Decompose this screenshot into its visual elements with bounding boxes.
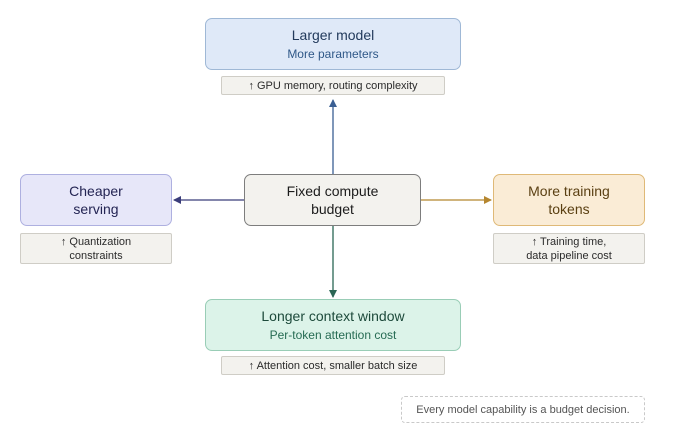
- more-training-tokens-box: More training tokens: [493, 174, 645, 226]
- more-training-tokens-note-line1: ↑ Training time,: [531, 235, 607, 248]
- larger-model-subtitle: More parameters: [287, 47, 379, 61]
- larger-model-title: Larger model: [291, 27, 375, 43]
- cheaper-serving-note: ↑ Quantization constraints: [20, 233, 172, 264]
- more-training-tokens-title-line2: tokens: [548, 201, 590, 217]
- larger-model-note: ↑ GPU memory, routing complexity: [221, 76, 445, 95]
- fixed-compute-budget-line1: Fixed compute: [286, 183, 379, 199]
- cheaper-serving-note-line2: constraints: [69, 249, 123, 262]
- cheaper-serving-title-line2: serving: [73, 201, 119, 217]
- longer-context-window-box: Longer context window Per-token attentio…: [205, 299, 461, 351]
- longer-context-window-note-text: ↑ Attention cost, smaller batch size: [248, 359, 418, 372]
- more-training-tokens-note: ↑ Training time, data pipeline cost: [493, 233, 645, 264]
- larger-model-box: Larger model More parameters: [205, 18, 461, 70]
- fixed-compute-budget-box: Fixed compute budget: [244, 174, 421, 226]
- longer-context-window-title: Longer context window: [261, 308, 405, 324]
- larger-model-note-text: ↑ GPU memory, routing complexity: [248, 79, 418, 92]
- more-training-tokens-title-line1: More training: [528, 183, 610, 199]
- more-training-tokens-note-line2: data pipeline cost: [526, 249, 612, 262]
- fixed-compute-budget-line2: budget: [311, 201, 354, 217]
- cheaper-serving-note-line1: ↑ Quantization: [60, 235, 132, 248]
- longer-context-window-subtitle: Per-token attention cost: [269, 328, 397, 342]
- cheaper-serving-box: Cheaper serving: [20, 174, 172, 226]
- budget-caption-text: Every model capability is a budget decis…: [416, 403, 630, 416]
- longer-context-window-note: ↑ Attention cost, smaller batch size: [221, 356, 445, 375]
- budget-caption: Every model capability is a budget decis…: [401, 396, 645, 423]
- cheaper-serving-title-line1: Cheaper: [69, 183, 123, 199]
